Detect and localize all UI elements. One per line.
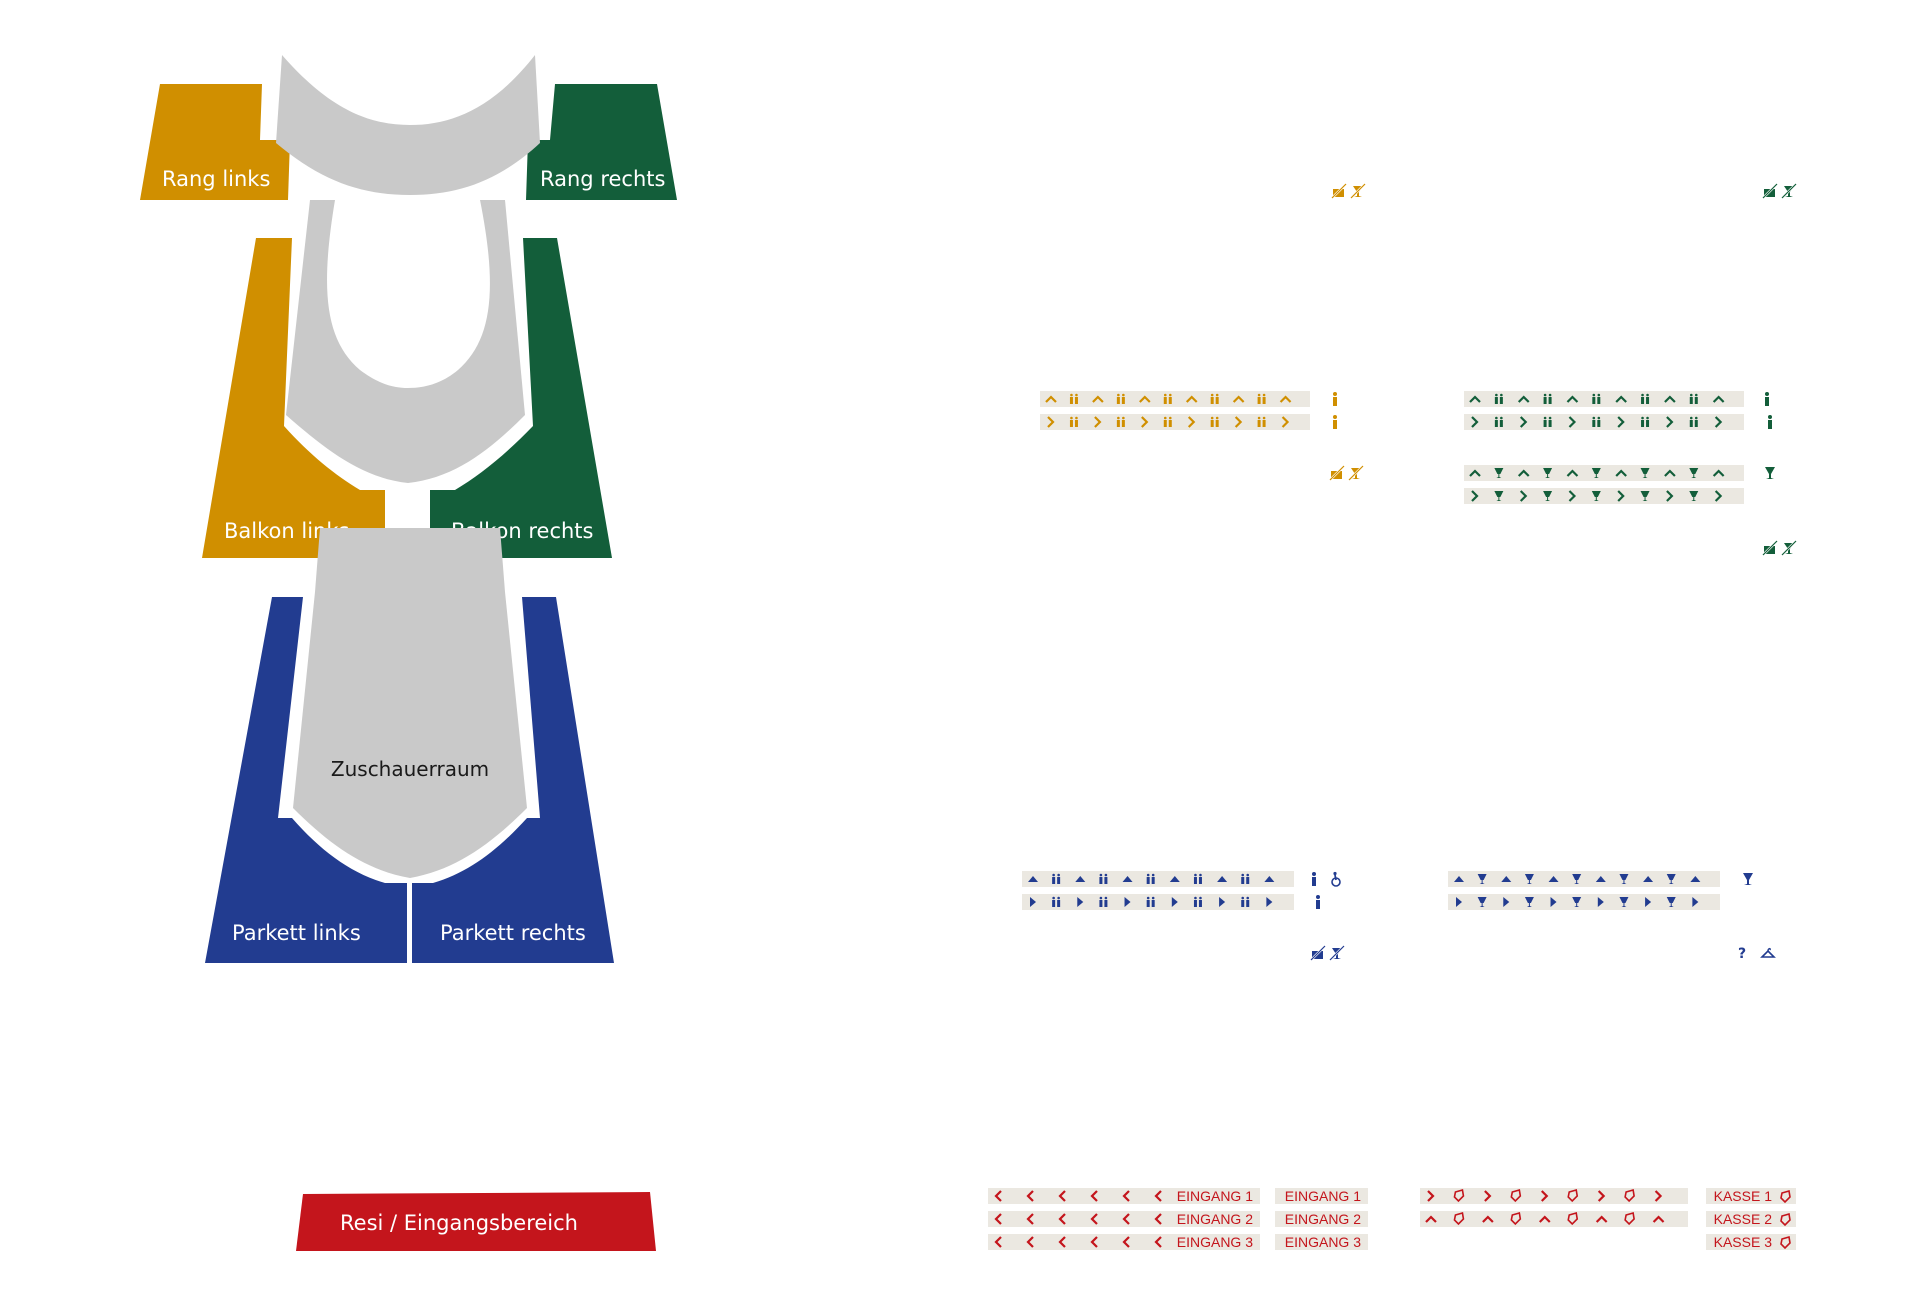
no-drinks-icon	[1781, 540, 1797, 556]
area-eingang[interactable]: Resi / Eingangsbereich	[296, 1192, 656, 1251]
svg-text:?: ?	[1738, 946, 1746, 961]
parkett-links-label: Parkett links	[232, 921, 361, 945]
person-icon	[1762, 414, 1778, 430]
glass-icon	[1762, 465, 1778, 481]
eingang-plain-sign-1: EINGANG 1	[1275, 1188, 1368, 1204]
eingang-plain-sign-2-label: EINGANG 2	[1284, 1211, 1361, 1227]
kasse-sign-2-label: KASSE 2	[1713, 1211, 1772, 1227]
no-drinks-icon	[1350, 183, 1366, 199]
balkon-rechts-wc-strip-right	[1464, 414, 1744, 430]
kasse-sign-3-label: KASSE 3	[1713, 1234, 1772, 1250]
eingang-sign-1: EINGANG 1	[988, 1188, 1260, 1204]
area-parkett-rechts[interactable]: Parkett rechts	[412, 597, 614, 963]
eingang-plain-sign-3: EINGANG 3	[1275, 1234, 1368, 1250]
eingang-plain-sign-1-label: EINGANG 1	[1284, 1188, 1361, 1204]
balkon-links-shape	[202, 238, 385, 558]
parkett-links-shape	[205, 597, 407, 963]
eingang-label: Resi / Eingangsbereich	[340, 1211, 578, 1235]
parkett-rechts-bar-strip-right	[1448, 894, 1720, 910]
area-rang-links[interactable]: Rang links	[140, 84, 290, 200]
eingang-shape	[296, 1192, 656, 1251]
eingang-plain-sign-2: EINGANG 2	[1275, 1211, 1368, 1227]
zuschauerraum-label: Zuschauerraum	[331, 757, 489, 781]
eingang-sign-2: EINGANG 2	[988, 1211, 1260, 1227]
area-zuschauerraum[interactable]: Zuschauerraum	[293, 528, 527, 878]
no-photo-icon	[1331, 183, 1347, 199]
area-balkon-links[interactable]: Balkon links	[202, 238, 385, 558]
eingang-sign-1-label: EINGANG 1	[1176, 1188, 1253, 1204]
balkon-rechts-bar-strip-right	[1464, 488, 1744, 504]
balkon-links-wc-strip-right	[1040, 414, 1310, 430]
area-parkett-links[interactable]: Parkett links	[205, 597, 407, 963]
parkett-rechts-bar-strip-up	[1448, 871, 1720, 887]
kasse-sign-2: KASSE 2	[1706, 1211, 1796, 1227]
kasse-strip-right	[1420, 1188, 1688, 1204]
no-drinks-icon	[1348, 465, 1364, 481]
rang-rechts-shape	[526, 84, 677, 200]
person-icon	[1327, 414, 1343, 430]
area-rang-rechts[interactable]: Rang rechts	[526, 84, 677, 200]
no-photo-icon	[1310, 945, 1326, 961]
kasse-strip-up	[1420, 1211, 1688, 1227]
eingang-plain-sign-3-label: EINGANG 3	[1284, 1234, 1361, 1250]
rang-auditorium-shape	[276, 55, 540, 195]
person-icon	[1759, 391, 1775, 407]
parkett-links-wc-strip-right	[1022, 894, 1294, 910]
no-photo-icon	[1762, 183, 1778, 199]
no-drinks-icon	[1329, 945, 1345, 961]
eingang-sign-2-label: EINGANG 2	[1176, 1211, 1253, 1227]
rang-rechts-label: Rang rechts	[540, 167, 665, 191]
cloakroom-icon	[1760, 945, 1776, 961]
no-photo-icon	[1329, 465, 1345, 481]
person-icon	[1306, 871, 1322, 887]
parkett-rechts-shape	[412, 597, 614, 963]
eingang-sign-3-label: EINGANG 3	[1176, 1234, 1253, 1250]
parkett-rechts-label: Parkett rechts	[440, 921, 586, 945]
person-icon	[1310, 894, 1326, 910]
balkon-rechts-wc-strip-up	[1464, 391, 1744, 407]
wheelchair-icon	[1329, 871, 1345, 887]
balkon-auditorium-shape	[286, 200, 525, 483]
rang-links-shape	[140, 84, 290, 200]
balkon-rechts-bar-strip-up	[1464, 465, 1744, 481]
no-photo-icon	[1762, 540, 1778, 556]
eingang-sign-3: EINGANG 3	[988, 1234, 1260, 1250]
person-icon	[1327, 391, 1343, 407]
kasse-sign-1: KASSE 1	[1706, 1188, 1796, 1204]
parkett-links-wc-strip-up	[1022, 871, 1294, 887]
balkon-links-wc-strip-up	[1040, 391, 1310, 407]
kasse-sign-1-label: KASSE 1	[1713, 1188, 1772, 1204]
balkon-rechts-shape	[430, 238, 612, 558]
glass-icon	[1740, 871, 1756, 887]
kasse-sign-3: KASSE 3	[1706, 1234, 1796, 1250]
zuschauerraum-shape	[293, 528, 527, 878]
rang-links-label: Rang links	[162, 167, 270, 191]
info-icon: ?	[1737, 945, 1753, 962]
no-drinks-icon	[1781, 183, 1797, 199]
